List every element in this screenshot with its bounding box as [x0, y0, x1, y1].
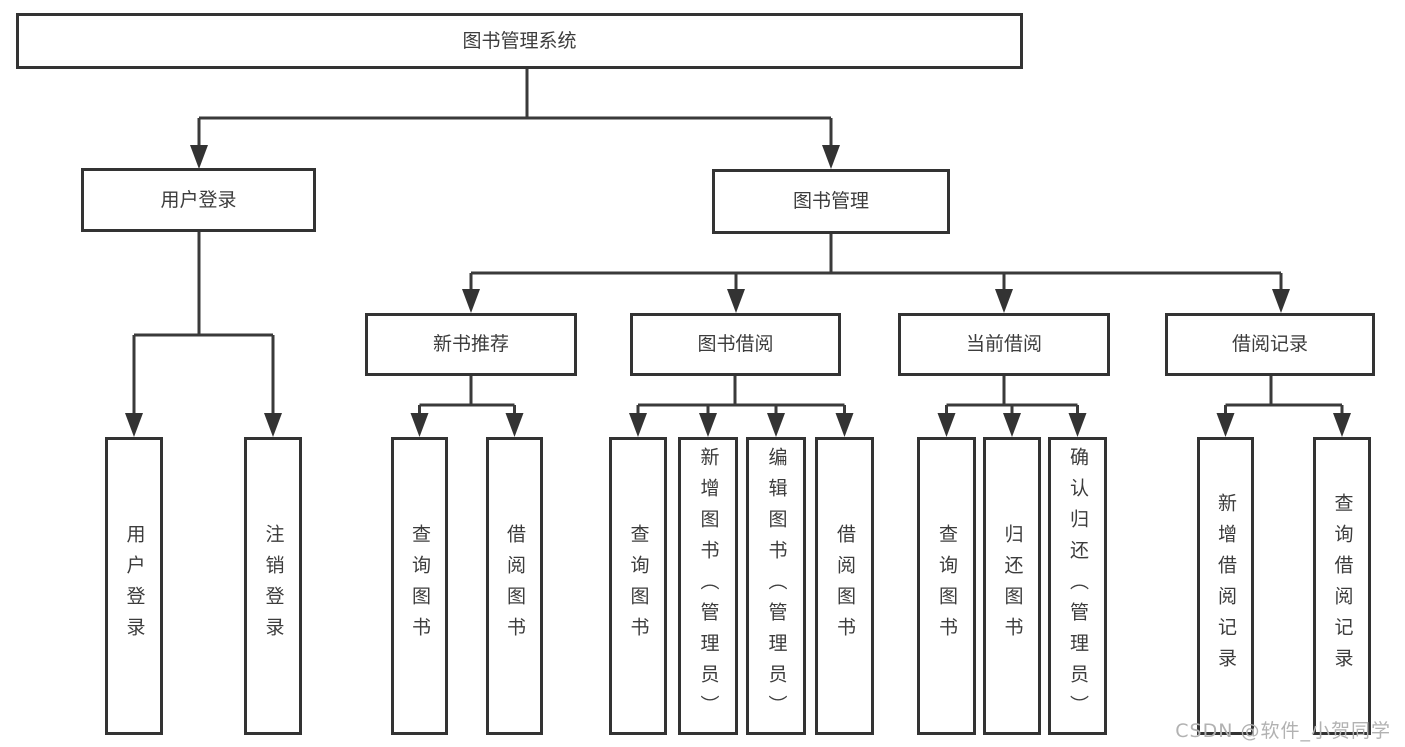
- node-label: 编辑图书（管理员）: [765, 446, 788, 726]
- node-label: 确认归还（管理员）: [1067, 446, 1089, 726]
- node-book-borrowing: 图书借阅: [630, 313, 841, 376]
- node-library-system: 图书管理系统: [16, 13, 1023, 69]
- node-label: 借阅图书: [504, 524, 526, 648]
- leaf-add-borrow-record: 新增借阅记录: [1197, 437, 1254, 735]
- node-label: 图书管理系统: [462, 29, 577, 52]
- leaf-borrow-books: 借阅图书: [815, 437, 874, 735]
- node-label: 归还图书: [1001, 524, 1024, 648]
- node-label: 图书借阅: [697, 333, 774, 355]
- node-label: 查询图书: [409, 524, 431, 648]
- leaf-query-borrow-record: 查询借阅记录: [1313, 437, 1371, 735]
- node-label: 新书推荐: [432, 333, 509, 355]
- leaf-query-books-recommend: 查询图书: [391, 437, 448, 735]
- node-user-login: 用户登录: [81, 168, 316, 232]
- node-label: 新增借阅记录: [1215, 493, 1237, 679]
- node-label: 查询图书: [936, 524, 958, 648]
- leaf-borrow-books-recommend: 借阅图书: [486, 437, 543, 735]
- node-label: 查询图书: [627, 524, 650, 648]
- watermark: CSDN @软件_小贺同学: [1175, 720, 1391, 742]
- leaf-logout: 注销登录: [244, 437, 302, 735]
- node-label: 用户登录: [123, 524, 146, 648]
- leaf-user-login: 用户登录: [105, 437, 163, 735]
- leaf-return-books: 归还图书: [983, 437, 1041, 735]
- leaf-confirm-return-admin: 确认归还（管理员）: [1048, 437, 1107, 735]
- node-current-borrowing: 当前借阅: [898, 313, 1110, 376]
- node-book-management: 图书管理: [712, 169, 950, 234]
- node-label: 借阅图书: [834, 524, 856, 648]
- node-label: 图书管理: [792, 190, 869, 212]
- leaf-query-books-current: 查询图书: [917, 437, 976, 735]
- node-label: 注销登录: [262, 524, 285, 648]
- node-borrowing-records: 借阅记录: [1165, 313, 1375, 376]
- node-label: 借阅记录: [1231, 333, 1308, 355]
- node-label: 新增图书（管理员）: [697, 446, 720, 726]
- node-new-book-recommend: 新书推荐: [365, 313, 577, 376]
- node-label: 用户登录: [160, 188, 237, 211]
- node-label: 查询借阅记录: [1331, 493, 1354, 679]
- leaf-edit-books-admin: 编辑图书（管理员）: [746, 437, 806, 735]
- leaf-query-books-borrow: 查询图书: [609, 437, 667, 735]
- node-label: 当前借阅: [965, 333, 1042, 355]
- leaf-add-books-admin: 新增图书（管理员）: [678, 437, 738, 735]
